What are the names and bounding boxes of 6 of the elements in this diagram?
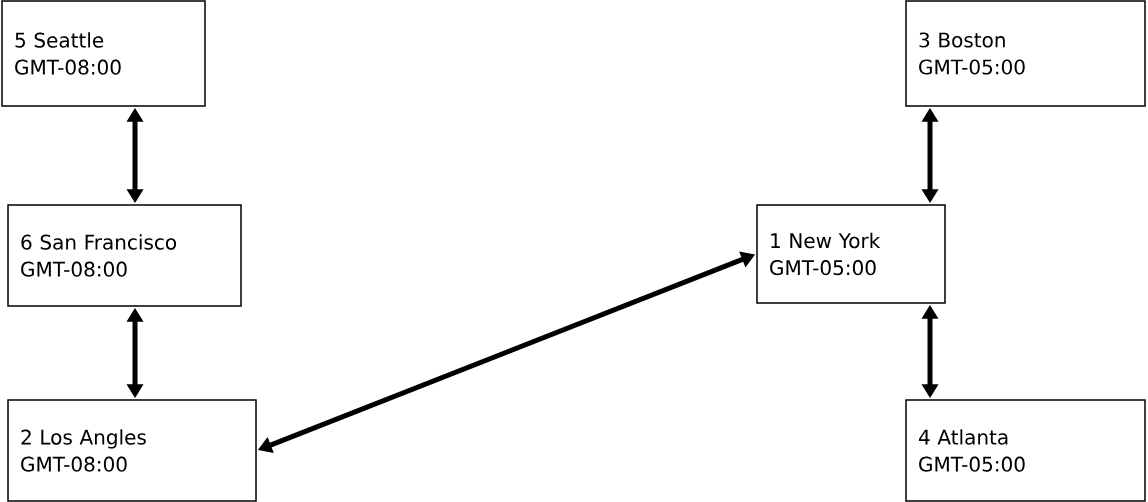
city-box: 2 Los Angles GMT-08:00 — [7, 399, 257, 502]
city-box: 3 Boston GMT-05:00 — [905, 0, 1146, 107]
city-box: 5 Seattle GMT-08:00 — [1, 0, 206, 107]
city-box: 1 New York GMT-05:00 — [756, 204, 946, 304]
city-box: 6 San Francisco GMT-08:00 — [7, 204, 242, 307]
city-box: 4 Atlanta GMT-05:00 — [905, 399, 1146, 502]
